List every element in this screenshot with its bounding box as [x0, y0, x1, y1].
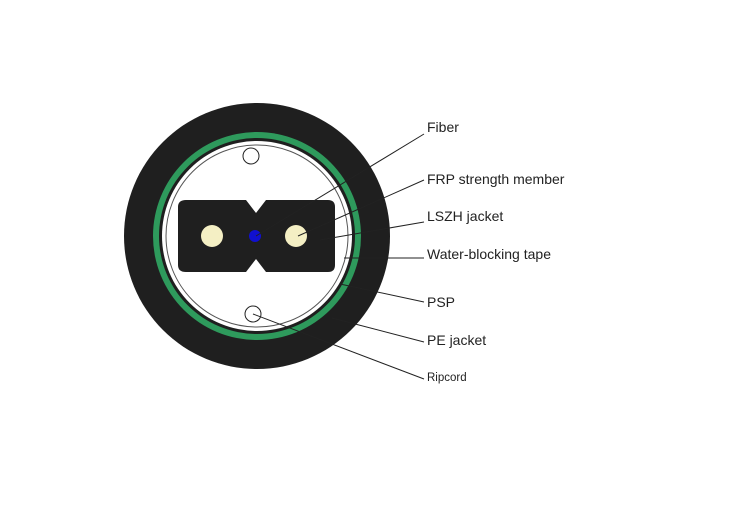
water-blocking-tape-outline [165, 144, 349, 328]
label-lszh-jacket: LSZH jacket [427, 208, 503, 224]
ripcord-leader-line [252, 313, 425, 380]
frp-strength-member-right [285, 225, 307, 247]
upper-ripcord-circle [242, 147, 260, 165]
label-psp: PSP [427, 294, 455, 310]
label-water-blocking-tape: Water-blocking tape [427, 246, 551, 262]
pe-jacket-leader-line [331, 317, 425, 343]
frp-leader-line [297, 179, 425, 237]
fiber-core [249, 230, 261, 242]
psp-leader-line [339, 283, 425, 303]
lszh-leader-line [319, 221, 425, 241]
fiber-leader-line [255, 133, 425, 237]
label-fiber: Fiber [427, 119, 459, 135]
label-ripcord: Ripcord [427, 372, 467, 384]
label-frp-strength-member: FRP strength member [427, 171, 565, 187]
frp-strength-member-left [201, 225, 223, 247]
label-pe-jacket: PE jacket [427, 332, 486, 348]
